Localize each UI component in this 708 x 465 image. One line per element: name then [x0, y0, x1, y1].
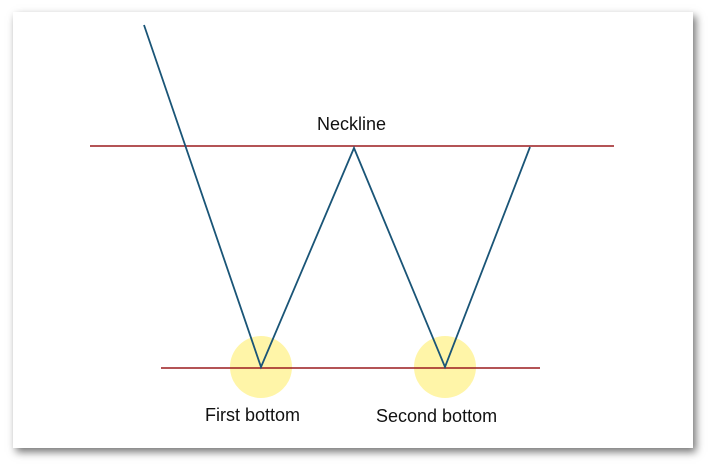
price-path	[143, 24, 531, 370]
first-bottom-label: First bottom	[205, 405, 301, 425]
neckline-label: Neckline	[317, 114, 387, 134]
diagram-card	[13, 12, 693, 448]
second-bottom-label: Second bottom	[376, 406, 498, 426]
